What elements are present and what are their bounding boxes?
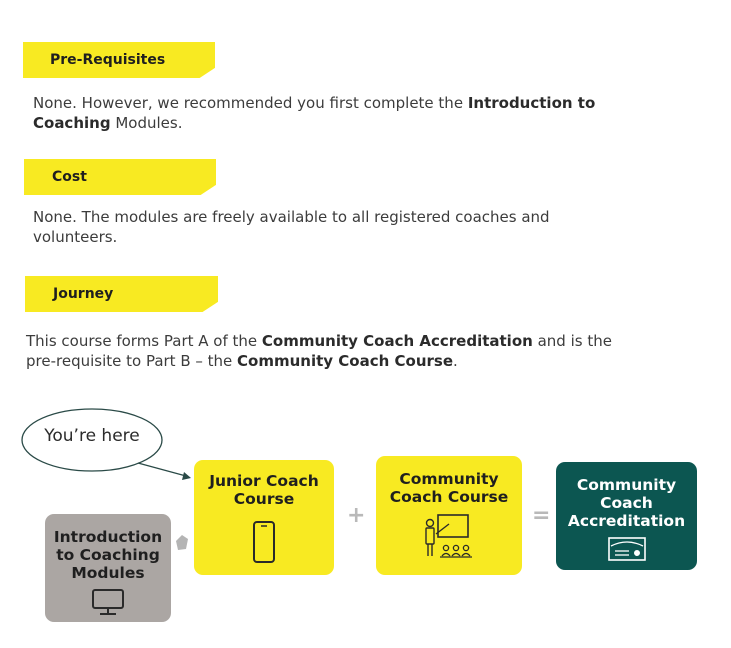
community-coach-course-box: Community Coach Course xyxy=(376,456,522,575)
pointer-arrow-line xyxy=(137,462,187,477)
prerequisites-heading-text: Pre-Requisites xyxy=(50,52,166,68)
community-coach-course-label: Community Coach Course xyxy=(389,470,509,506)
junior-coach-course-box: Junior Coach Course xyxy=(194,460,334,575)
intro-to-coaching-label: Introduction to Coaching Modules xyxy=(53,528,163,582)
phone-icon xyxy=(253,521,275,563)
prerequisites-text: None. However, we recommended you first … xyxy=(33,94,596,132)
pointer-arrow-head xyxy=(182,472,191,480)
cost-text: None. The modules are freely available t… xyxy=(33,208,550,246)
journey-heading-text: Journey xyxy=(53,286,114,302)
plus-operator: + xyxy=(347,503,366,528)
cost-heading-text: Cost xyxy=(52,169,87,185)
you-are-here-ellipse xyxy=(21,408,163,472)
journey-text: This course forms Part A of the Communit… xyxy=(26,332,612,370)
cost-heading: Cost xyxy=(24,159,216,195)
presenter-icon xyxy=(425,514,472,558)
community-coach-accreditation-box: Community Coach Accreditation xyxy=(556,462,697,570)
certificate-icon xyxy=(607,537,646,561)
community-coach-accreditation-label: Community Coach Accreditation xyxy=(567,476,686,530)
progress-arrow-icon xyxy=(176,535,188,550)
journey-heading: Journey xyxy=(25,276,218,312)
equals-operator: = xyxy=(532,503,551,528)
intro-to-coaching-box: Introduction to Coaching Modules xyxy=(45,514,171,622)
you-are-here-label: You’re here xyxy=(44,426,140,446)
junior-coach-course-label: Junior Coach Course xyxy=(209,472,319,508)
prerequisites-heading: Pre-Requisites xyxy=(23,42,215,78)
monitor-icon xyxy=(92,589,124,615)
intro-to-coaching-emphasis: Introduction to Coaching xyxy=(33,94,596,132)
